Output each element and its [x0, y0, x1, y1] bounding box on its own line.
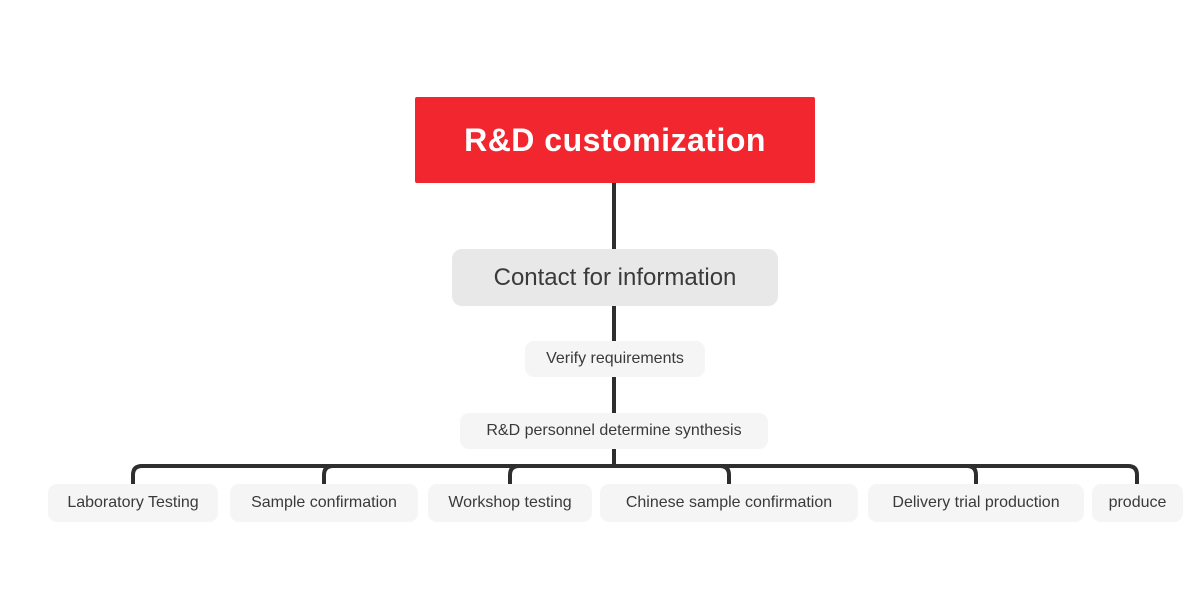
child-node-sample-confirmation[interactable]: Sample confirmation [230, 484, 418, 522]
verify-node-label: Verify requirements [546, 350, 684, 367]
child-label: produce [1108, 494, 1167, 511]
child-label: Workshop testing [448, 494, 572, 511]
branch-delivery-trial-production [614, 464, 978, 485]
child-label: Sample confirmation [251, 494, 397, 511]
branch-laboratory-testing [131, 464, 614, 485]
child-label: Chinese sample confirmation [625, 494, 833, 511]
contact-node-label: Contact for information [493, 263, 737, 291]
child-node-delivery-trial-production[interactable]: Delivery trial production [868, 484, 1084, 522]
root-node-label: R&D customization [464, 121, 766, 158]
synthesis-node-label: R&D personnel determine synthesis [486, 422, 742, 439]
contact-for-information-node[interactable]: Contact for information [452, 249, 778, 306]
child-node-produce[interactable]: produce [1092, 484, 1183, 522]
determine-synthesis-node[interactable]: R&D personnel determine synthesis [460, 413, 768, 449]
branch-sample-confirmation [322, 464, 614, 485]
root-node[interactable]: R&D customization [415, 97, 815, 183]
branch-chinese-sample-confirmation [614, 464, 731, 485]
child-label: Delivery trial production [892, 494, 1060, 511]
child-node-chinese-sample-confirmation[interactable]: Chinese sample confirmation [600, 484, 858, 522]
child-node-workshop-testing[interactable]: Workshop testing [428, 484, 592, 522]
child-label: Laboratory Testing [67, 494, 199, 511]
branch-workshop-testing [508, 464, 614, 485]
verify-requirements-node[interactable]: Verify requirements [525, 341, 705, 377]
branch-produce [614, 464, 1139, 485]
child-node-laboratory-testing[interactable]: Laboratory Testing [48, 484, 218, 522]
